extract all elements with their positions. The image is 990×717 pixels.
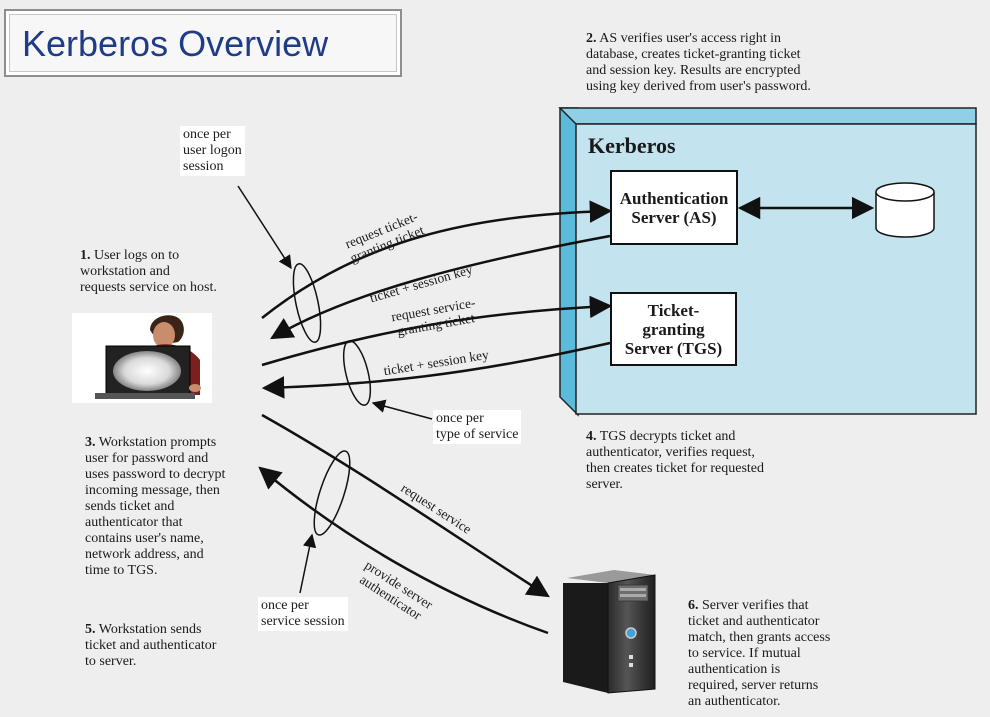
arrow-request-sgt xyxy=(261,295,613,367)
step2-note: 2. AS verifies user's access right in da… xyxy=(586,31,811,94)
arrow-ticket-key-2 xyxy=(261,341,611,399)
step5-note: 5. Workstation sends ticket and authenti… xyxy=(85,622,217,669)
arrow-request-service xyxy=(261,413,550,598)
arrow-provide-authenticator xyxy=(258,466,549,635)
step1-note: 1. User logs on to workstation and reque… xyxy=(80,248,217,295)
arrow-ticket-key-1 xyxy=(270,234,611,340)
user-at-workstation-icon xyxy=(72,313,212,403)
step3-note: 3. Workstation prompts user for password… xyxy=(85,435,226,578)
page-title: Kerberos Overview xyxy=(22,23,329,64)
kerberos-box-top xyxy=(558,107,977,125)
pointer-service-session xyxy=(299,533,317,594)
pointer-type-of-service xyxy=(371,399,433,420)
ellipse-type-of-service xyxy=(342,340,372,406)
arrow-request-tgt xyxy=(261,200,613,319)
server-tower-icon xyxy=(563,570,656,694)
database-icon xyxy=(875,182,935,238)
kerberos-label: Kerberos xyxy=(588,133,676,158)
ellipse-service-session xyxy=(313,450,351,536)
callout-service-session: once per service session xyxy=(258,597,348,631)
title-box: Kerberos Overview xyxy=(4,9,402,77)
ellipse-logon-session xyxy=(292,263,322,343)
step4-note: 4. TGS decrypts ticket and authenticator… xyxy=(586,429,765,492)
callout-logon-session: once per user logon session xyxy=(180,126,245,176)
step6-note: 6. Server verifies that ticket and authe… xyxy=(688,598,831,709)
pointer-logon-session xyxy=(237,185,292,270)
kerberos-box-front xyxy=(575,123,977,415)
tgs-box: Ticket- granting Server (TGS) xyxy=(610,292,737,366)
callout-type-of-service: once per type of service xyxy=(433,410,522,444)
authentication-server-box: Authentication Server (AS) xyxy=(610,170,738,245)
